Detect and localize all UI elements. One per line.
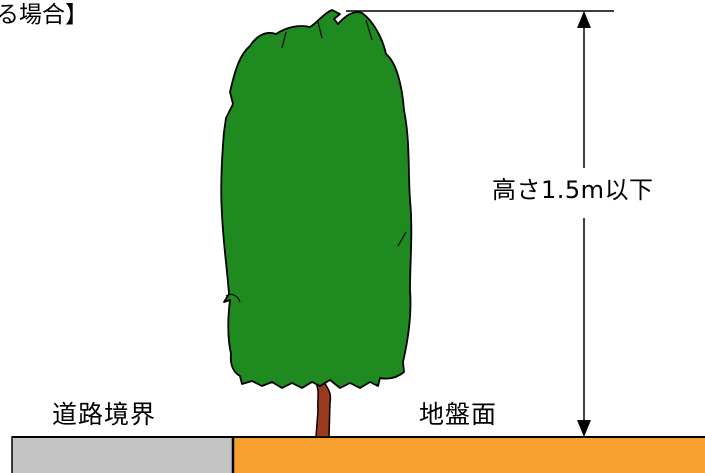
ground-surface-label: 地盤面 [419, 400, 498, 429]
road-boundary-label: 道路境界 [52, 400, 157, 429]
foliage-detail-line [365, 19, 373, 41]
diagram-title-fragment: る場合】 [0, 2, 88, 28]
height-limit-label: 高さ1.5m以下 [492, 176, 654, 204]
dimension-arrow-top [577, 11, 591, 28]
foliage-detail-line [397, 231, 407, 247]
foliage-detail-line [225, 293, 241, 303]
tree-trunk [315, 379, 332, 438]
road-strip [11, 436, 235, 473]
foliage-detail-line [281, 31, 287, 49]
foliage-detail-line [317, 21, 323, 39]
dimension-arrow-bottom [577, 420, 591, 437]
ground-strip [232, 436, 705, 473]
tree-foliage [220, 9, 413, 389]
